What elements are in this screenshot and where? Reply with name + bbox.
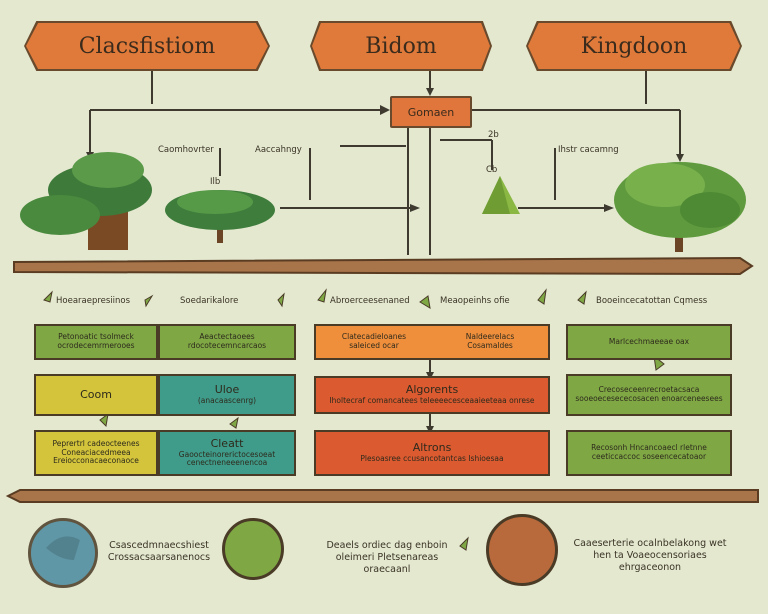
circle-rocks xyxy=(222,518,284,580)
box-r3c1: Peprertrl cadeocteenes Coneaciacedmeea E… xyxy=(34,430,158,476)
box-r1c2: Aeactectaoees rdocotecemncarcaos xyxy=(158,324,296,360)
label-top-center-2: Cb xyxy=(486,165,498,175)
box-r2c2: Uloe (anacaascenrg) xyxy=(158,374,296,416)
box-r1c4: Marlcechmaeeae oax xyxy=(566,324,732,360)
mini-banner-label: Gomaen xyxy=(407,105,455,119)
box-r3c3: Altrons Plesoasree ccusancotantcas Ishio… xyxy=(314,430,550,476)
label-top-right-1: Ihstr cacamng xyxy=(558,145,619,155)
box-r1c1: Petonoatic tsolmeck ocrodecemrmerooes xyxy=(34,324,158,360)
header-col3: Abroerceesenaned xyxy=(330,296,410,306)
header-col2: Soedarikalore xyxy=(180,296,239,306)
cone-plant-icon xyxy=(482,176,520,214)
tree-left-icon xyxy=(20,152,152,250)
banner-classification-label: Clacsfistiom xyxy=(78,33,216,59)
label-top-left-3: Ilb xyxy=(210,177,221,187)
label-top-left-1: Caomhovrter xyxy=(158,145,214,155)
bottom-rod xyxy=(5,489,759,503)
banner-kingdom-label: Kingdoon xyxy=(580,33,688,59)
circle-bacteria xyxy=(486,514,558,586)
bottom-text-3: Caaeserterie ocalnbelakong wet hen ta Vo… xyxy=(573,538,727,573)
header-col1: Hoearaepresiinos xyxy=(56,296,131,306)
mini-banner-domain: Gomaen xyxy=(390,96,472,128)
header-col4: Meaopeinhs ofie xyxy=(440,296,510,306)
box-r3c4: Recosonh Hncancoaecl rletnne ceeticcacco… xyxy=(566,430,732,476)
banner-classification: Clacsfistiom xyxy=(26,23,268,69)
box-r2c3: Algorents Iholtecraf comancatees teleeee… xyxy=(314,376,550,414)
box-r3c2: Cleatt Gaoocteinorerictocesoeat cenectne… xyxy=(158,430,296,476)
tree-acacia-icon xyxy=(165,190,275,243)
box-r2c1: Coom xyxy=(34,374,158,416)
circle-fungus xyxy=(28,518,98,588)
box-r2c4: Crecoseceenrecroetacsaca sooeoecesececos… xyxy=(566,374,732,416)
top-rod xyxy=(13,256,754,276)
banner-domain-label: Bidom xyxy=(365,33,437,59)
label-top-left-2: Aaccahngy xyxy=(255,145,302,155)
banner-domain: Bidom xyxy=(312,23,490,69)
label-top-center-1: 2b xyxy=(488,130,499,140)
bottom-text-1: Csascedmnaecshiest Crossacsaarsanenocs xyxy=(107,540,211,563)
bottom-text-2: Deaels ordiec dag enboin oleimeri Pletse… xyxy=(326,540,448,575)
banner-kingdom: Kingdoon xyxy=(528,23,740,69)
box-r1c3: Clatecadieloanes saleiced ocar Naldeerel… xyxy=(314,324,550,360)
header-col5: Booeincecatottan Cqmess xyxy=(596,296,708,306)
tree-right-icon xyxy=(614,162,746,252)
